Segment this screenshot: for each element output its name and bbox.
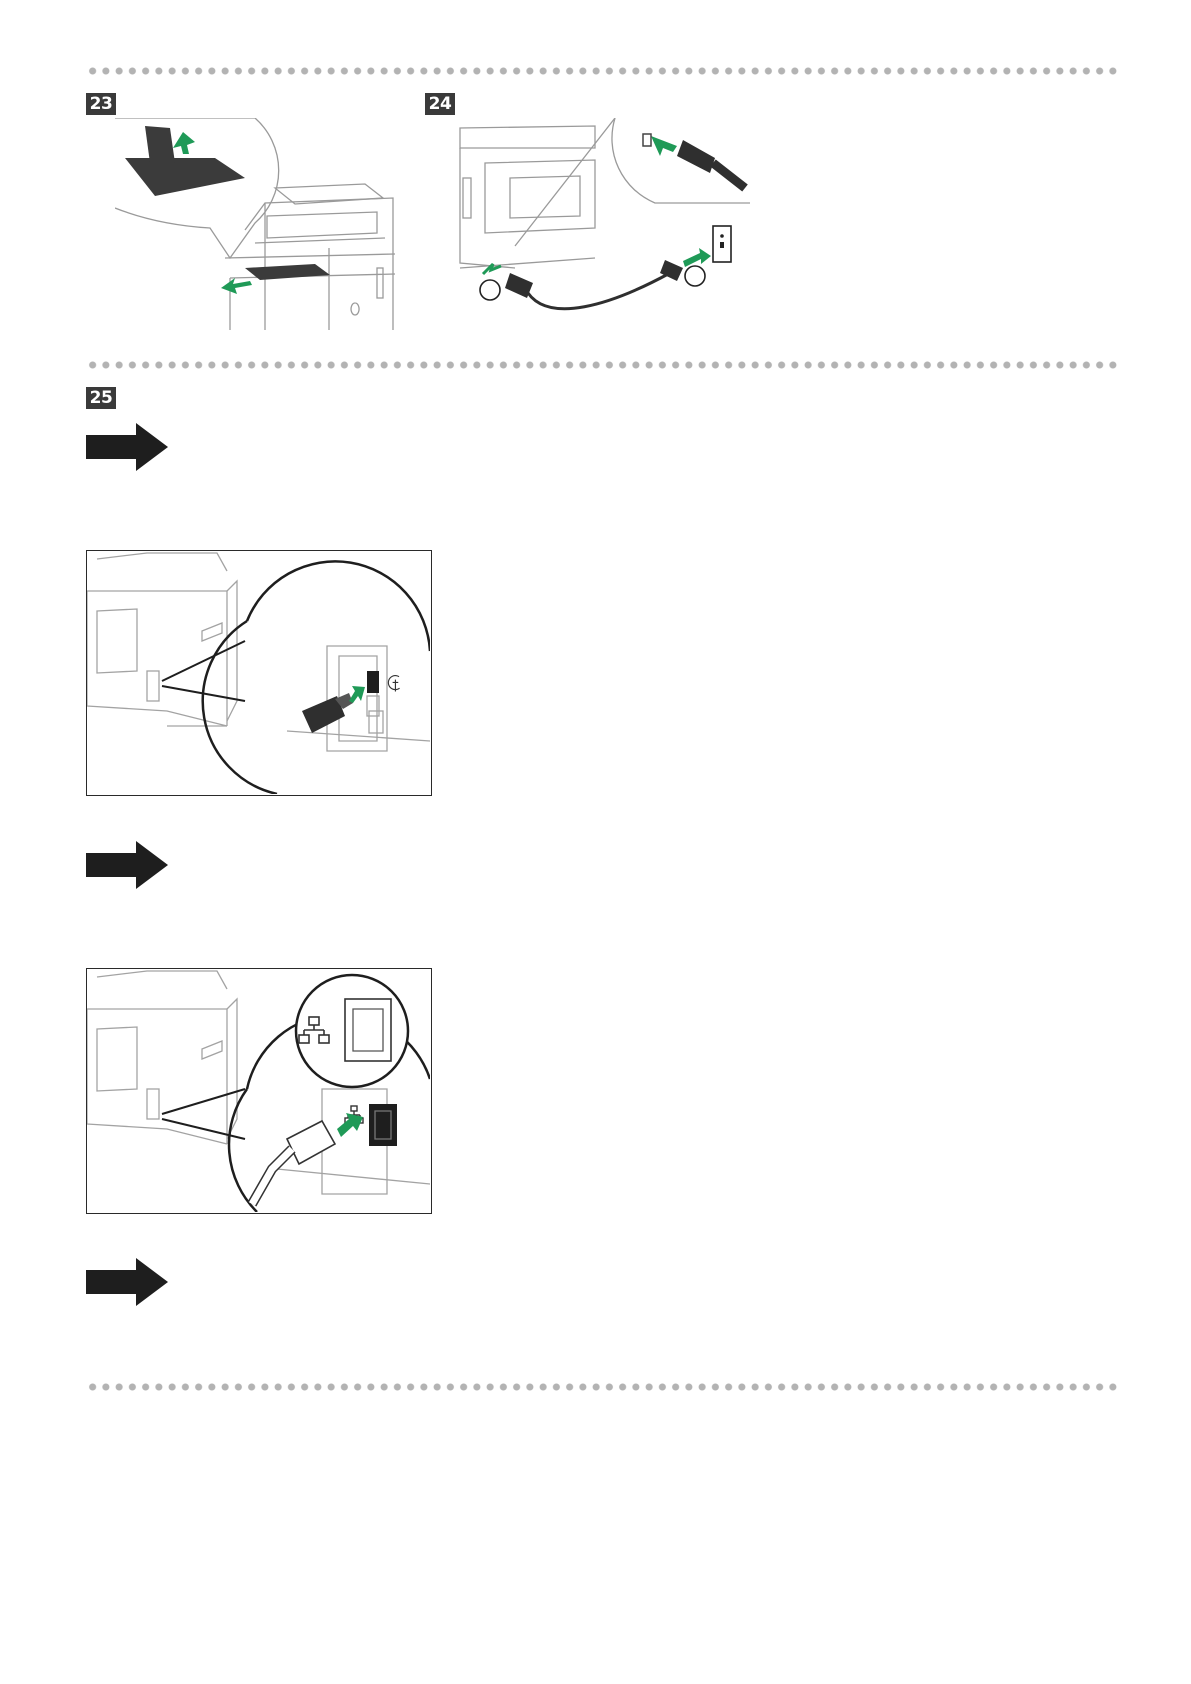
illustration-power-cord xyxy=(455,118,750,318)
right-arrow-icon xyxy=(86,423,168,471)
right-arrow-icon xyxy=(86,841,168,889)
right-arrow-icon xyxy=(86,1258,168,1306)
dotted-separator-bottom xyxy=(86,1383,1120,1391)
illustration-ethernet-connection xyxy=(86,968,432,1214)
step-number-badge-23: 23 xyxy=(86,93,116,115)
dotted-separator-top xyxy=(86,67,1120,75)
usb-icon: ⯡ xyxy=(387,674,401,693)
illustration-usb-connection: ⯡ xyxy=(86,550,432,796)
dotted-separator-middle xyxy=(86,361,1120,369)
illustration-output-tray xyxy=(115,118,413,330)
step-number-badge-24: 24 xyxy=(425,93,455,115)
step-number-badge-25: 25 xyxy=(86,387,116,409)
